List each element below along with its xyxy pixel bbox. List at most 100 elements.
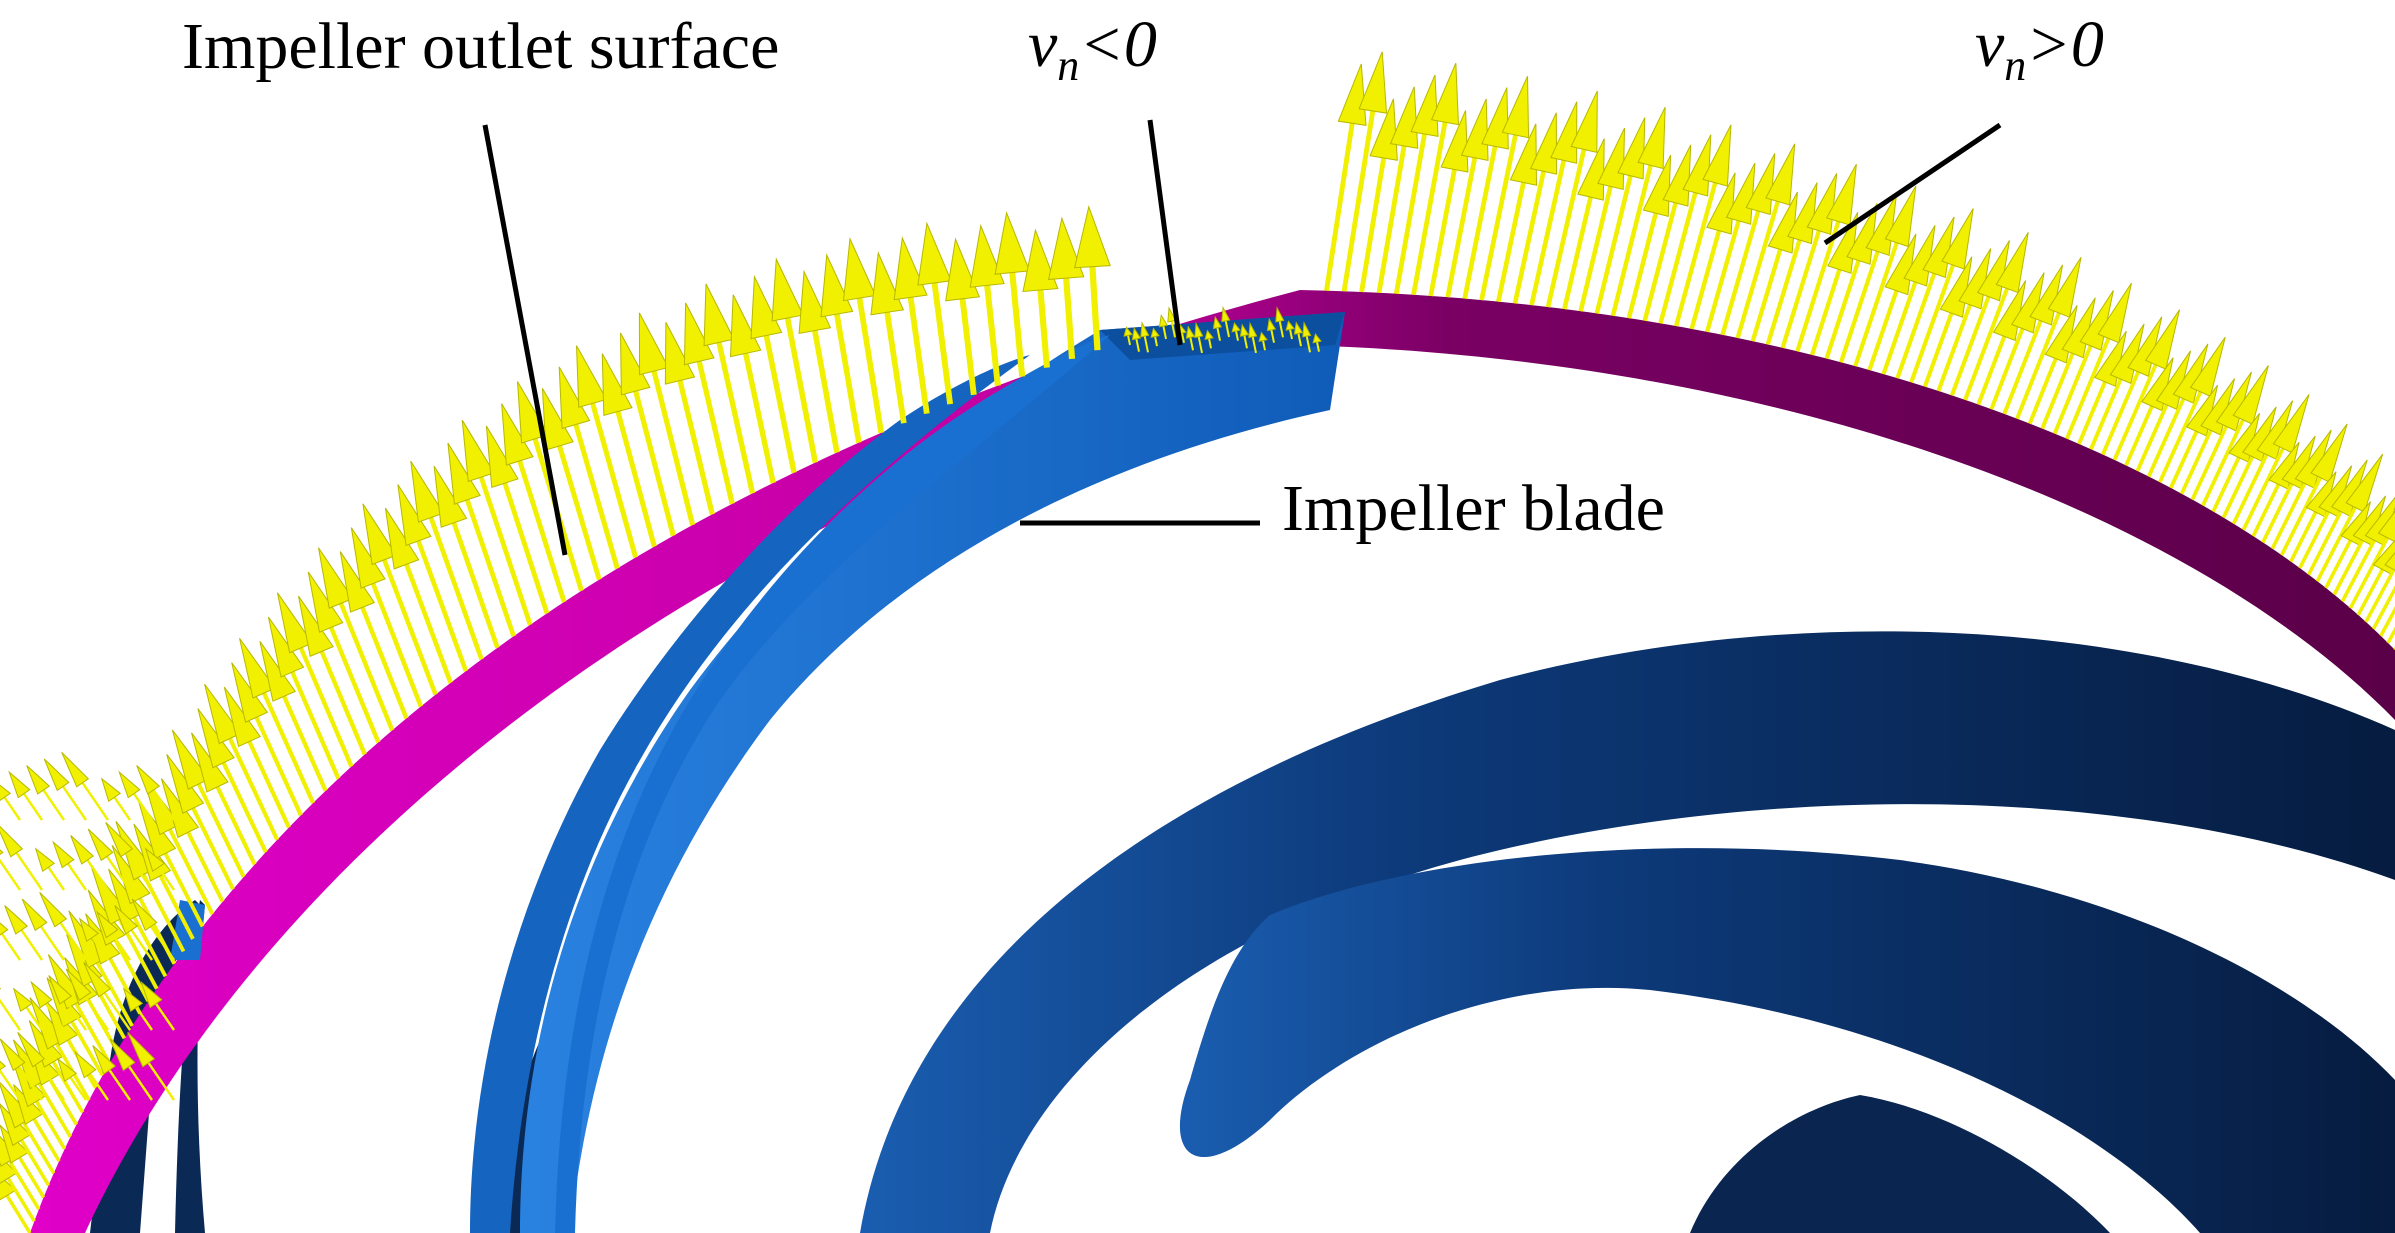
velocity-vector-head	[1285, 320, 1295, 331]
velocity-vector-shaft	[502, 482, 550, 615]
velocity-vector-shaft	[1316, 341, 1320, 352]
velocity-vector-shaft	[37, 1082, 73, 1138]
velocity-vector-shaft	[2002, 320, 2043, 415]
velocity-vector-shaft	[0, 1069, 22, 1101]
velocity-vector-head	[78, 917, 100, 943]
velocity-vector-head	[74, 1050, 97, 1079]
velocity-vector-shaft	[1224, 320, 1230, 338]
velocity-vector-head	[1706, 172, 1736, 235]
velocity-vector-head	[1825, 164, 1857, 226]
velocity-vector-head	[70, 835, 95, 865]
velocity-vector-shaft	[66, 862, 88, 891]
velocity-vector-shaft	[1838, 250, 1880, 363]
velocity-vector-head	[0, 825, 24, 858]
velocity-vector-shaft	[215, 786, 257, 866]
velocity-vector-shaft	[135, 1006, 154, 1031]
velocity-vector-shaft	[59, 922, 88, 961]
velocity-vector-shaft	[2364, 568, 2395, 623]
velocity-vector-head	[1204, 329, 1214, 341]
velocity-vector-shaft	[1780, 230, 1822, 349]
velocity-vector-shaft	[319, 650, 367, 756]
velocity-vector-shaft	[51, 1060, 85, 1114]
velocity-vector-head	[664, 321, 696, 385]
velocity-vector-shaft	[84, 995, 110, 1031]
velocity-vector-shaft	[290, 671, 341, 780]
velocity-vector-shaft	[1143, 335, 1149, 353]
velocity-vector-shaft	[2211, 456, 2241, 513]
velocity-vector-shaft	[42, 789, 66, 821]
velocity-vector-shaft	[2179, 429, 2213, 495]
velocity-vector-shaft	[21, 1121, 56, 1175]
velocity-vector-shaft	[150, 925, 176, 961]
velocity-vector-shaft	[81, 782, 110, 821]
velocity-vector-shaft	[1428, 169, 1457, 297]
velocity-vector-head	[2144, 309, 2181, 370]
velocity-vector-head	[842, 236, 877, 302]
velocity-vector-shaft	[557, 445, 602, 581]
velocity-vector-shaft	[2231, 453, 2269, 525]
velocity-vector-shaft	[742, 352, 776, 484]
velocity-vector-head	[4, 905, 29, 935]
velocity-vector-shaft	[40, 925, 66, 961]
velocity-vector-shaft	[2112, 363, 2158, 461]
velocity-vector-shaft	[103, 992, 132, 1031]
velocity-vector-shaft	[152, 789, 176, 821]
velocity-vector-shaft	[812, 330, 840, 454]
velocity-vector-head	[2272, 394, 2310, 454]
velocity-vector-head	[298, 595, 334, 657]
velocity-vector-head	[683, 302, 715, 366]
velocity-vector-shaft	[2386, 626, 2395, 644]
velocity-vector-shaft	[2089, 378, 2123, 450]
velocity-vector-head	[1221, 305, 1231, 323]
velocity-vector-shaft	[416, 540, 469, 672]
velocity-vector-shaft	[18, 1065, 44, 1101]
velocity-vector-head	[1123, 326, 1133, 337]
velocity-vector-shaft	[2379, 605, 2395, 637]
velocity-vector-head	[114, 905, 139, 935]
velocity-vector-head	[2345, 453, 2384, 513]
velocity-vector-shaft	[2251, 483, 2281, 537]
velocity-vector-shaft	[2065, 337, 2111, 440]
velocity-vector-shaft	[2124, 405, 2154, 467]
velocity-vector-head	[231, 662, 269, 723]
velocity-vector-shaft	[221, 761, 268, 854]
velocity-vector-head	[52, 840, 75, 869]
velocity-vector-shaft	[186, 831, 225, 903]
velocity-vector-head	[638, 312, 670, 376]
velocity-vector-shaft	[8, 1160, 41, 1211]
velocity-vector-head	[1884, 185, 1917, 248]
velocity-vector-shaft	[1197, 336, 1203, 354]
velocity-vector-shaft	[1989, 327, 2025, 410]
velocity-vector-shaft	[1089, 266, 1101, 351]
velocity-vector-shaft	[1393, 133, 1427, 295]
velocity-vector-head	[703, 283, 735, 347]
leader-vn-pos	[1823, 122, 2002, 246]
velocity-vector-head	[0, 922, 9, 936]
velocity-vector-shaft	[2280, 476, 2322, 556]
velocity-vector-shaft	[132, 916, 168, 978]
velocity-vector-shaft	[2356, 568, 2384, 616]
velocity-vector-head	[2097, 282, 2132, 344]
velocity-vector-shaft	[1642, 202, 1678, 322]
velocity-vector-head	[136, 765, 161, 795]
velocity-vector-shaft	[329, 626, 381, 744]
velocity-vector-head	[1248, 321, 1258, 339]
velocity-vector-shaft	[1735, 200, 1780, 339]
velocity-vector-shaft	[633, 390, 676, 537]
velocity-vector-head	[1725, 162, 1756, 225]
velocity-vector-head	[1767, 191, 1798, 254]
label-impeller-blade: Impeller blade	[1282, 472, 1665, 545]
velocity-vector-head	[1358, 51, 1388, 114]
velocity-vector-head	[501, 403, 534, 466]
velocity-vector-shaft	[2315, 506, 2357, 583]
velocity-vector-head	[100, 777, 122, 803]
velocity-vector-shaft	[716, 341, 756, 494]
velocity-vector-head	[8, 770, 31, 799]
velocity-vector-shaft	[517, 460, 567, 603]
velocity-vector-head	[56, 1057, 78, 1083]
velocity-vector-head	[65, 968, 92, 1002]
velocity-vector-head	[140, 980, 163, 1009]
velocity-vector-shaft	[91, 936, 110, 961]
velocity-vector-head	[1662, 144, 1692, 207]
